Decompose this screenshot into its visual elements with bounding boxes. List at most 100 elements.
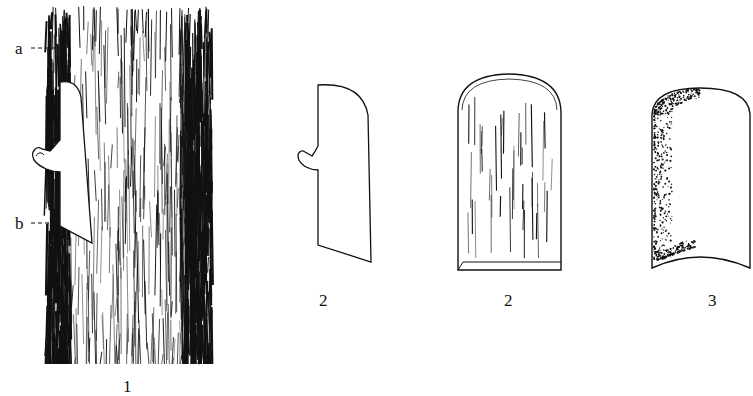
stipple-dot: [663, 197, 665, 199]
bark-stroke: [118, 334, 120, 361]
bark-stroke: [97, 200, 99, 274]
bark-stroke: [123, 170, 124, 271]
bark-stroke: [198, 226, 200, 310]
bark-stroke: [133, 11, 134, 61]
bark-stroke: [97, 107, 99, 160]
stipple-dot: [659, 173, 661, 175]
bark-stroke: [144, 77, 146, 172]
stipple-dot: [653, 149, 655, 151]
stipple-dot: [653, 162, 654, 163]
stipple-dot: [658, 195, 659, 196]
bark-stroke: [79, 7, 80, 48]
bark-stroke: [106, 339, 107, 364]
stipple-dot: [653, 210, 654, 211]
bark-stroke: [182, 16, 184, 66]
grain-line: [524, 210, 525, 258]
bark-stroke: [172, 337, 174, 364]
bark-stroke: [118, 207, 119, 296]
bark-stroke: [139, 335, 140, 364]
bark-stroke: [197, 37, 198, 131]
bark-stroke: [181, 254, 183, 342]
stipple-dot: [654, 194, 655, 195]
stipple-dot: [699, 89, 701, 91]
bark-stroke: [45, 305, 47, 364]
bark-stroke: [144, 240, 146, 315]
bark-stroke: [142, 9, 143, 33]
bark-stroke: [102, 315, 104, 349]
stipple-dot: [686, 89, 688, 91]
stipple-dot: [655, 107, 656, 108]
bark-stroke: [172, 358, 174, 364]
bark-stroke: [91, 274, 93, 334]
bark-stroke: [92, 9, 93, 50]
stipple-dot: [663, 102, 665, 104]
stipple-dot: [657, 191, 659, 193]
grain-line: [509, 187, 511, 252]
bark-stroke: [209, 40, 210, 97]
stipple-dot: [670, 123, 671, 124]
bark-stroke: [95, 47, 96, 135]
stipple-dot: [667, 112, 669, 114]
stipple-dot: [689, 96, 691, 98]
bark-stroke: [148, 227, 149, 295]
stipple-dot: [654, 224, 656, 226]
bark-stroke: [177, 333, 179, 364]
stipple-dot: [655, 178, 656, 179]
grain-line: [513, 146, 514, 210]
stipple-dot: [665, 256, 667, 258]
stipple-dot: [654, 230, 655, 231]
stipple-dot: [668, 252, 669, 253]
bark-stroke: [177, 188, 178, 207]
stipple-dot: [658, 197, 660, 199]
bark-stroke: [158, 319, 159, 364]
stipple-dot: [683, 92, 684, 93]
stipple-dot: [668, 232, 670, 234]
bark-stroke: [118, 9, 119, 34]
stipple-dot: [696, 92, 697, 93]
stipple-dot: [654, 166, 656, 168]
stipple-dot: [670, 186, 672, 188]
stipple-dot: [674, 251, 676, 253]
stipple-dot: [654, 218, 656, 220]
stipple-dot: [670, 240, 672, 242]
stipple-dot: [660, 100, 662, 102]
stipple-dot: [666, 154, 668, 156]
bark-stroke: [101, 227, 102, 284]
stipple-dot: [688, 96, 689, 97]
bark-stroke: [110, 305, 112, 364]
bark-stroke: [101, 189, 103, 231]
bark-stroke: [194, 218, 196, 278]
bark-stroke: [197, 136, 199, 155]
stipple-dot: [661, 155, 663, 157]
stipple-dot: [682, 90, 683, 91]
bark-stroke: [170, 24, 172, 101]
stipple-dot: [665, 160, 666, 161]
stipple-dot: [665, 256, 667, 258]
bark-stroke: [185, 185, 187, 216]
stipple-dot: [664, 162, 665, 163]
stipple-dot: [658, 103, 660, 105]
stipple-dot: [661, 153, 663, 155]
stipple-dot: [654, 110, 655, 111]
bark-stroke: [168, 304, 169, 364]
stipple-dot: [671, 250, 672, 251]
stipple-dot: [671, 108, 673, 110]
bark-stroke: [191, 306, 193, 364]
stipple-dot: [654, 192, 656, 194]
bark-stroke: [159, 213, 160, 271]
bark-stroke: [126, 314, 128, 365]
stipple-dot: [671, 254, 673, 256]
stipple-dot: [694, 246, 696, 248]
stipple-dot: [677, 91, 679, 93]
stipple-dot: [653, 115, 655, 117]
bark-stroke: [155, 11, 156, 79]
bark-stroke: [115, 324, 117, 364]
bark-stroke: [160, 10, 161, 59]
stipple-dot: [666, 239, 667, 240]
stipple-dot: [689, 248, 691, 250]
stipple-dot: [690, 96, 691, 97]
bark-stroke: [70, 281, 71, 364]
stipple-dot: [654, 142, 655, 143]
stipple-dot: [690, 97, 692, 99]
stipple-dot: [676, 92, 678, 94]
